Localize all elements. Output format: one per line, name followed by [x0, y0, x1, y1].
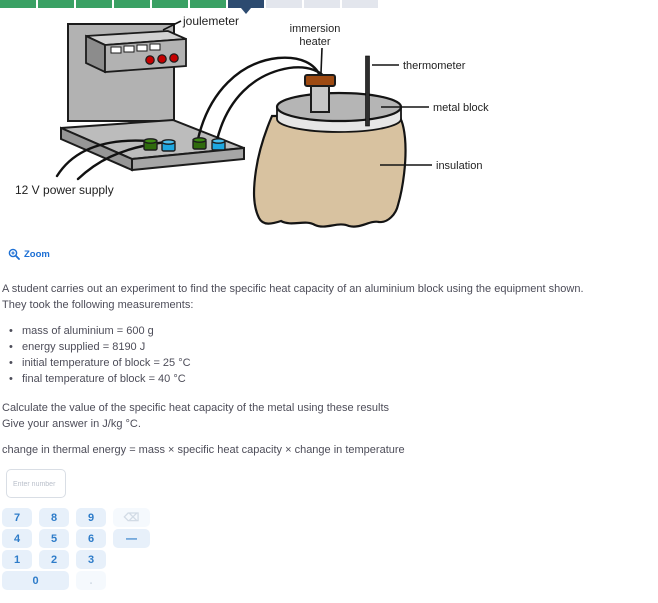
intro-line-2: They took the following measurements: — [2, 299, 194, 311]
measurement-item: energy supplied = 8190 J — [9, 339, 191, 355]
zoom-link[interactable]: Zoom — [8, 248, 50, 260]
number-pad: 7 8 9 ⌫ 4 5 6 — 1 2 3 0 . — [2, 508, 150, 590]
zoom-link-label: Zoom — [24, 248, 50, 260]
progress-bar — [0, 0, 378, 14]
measurement-item: initial temperature of block = 25 °C — [9, 355, 191, 371]
keypad-9[interactable]: 9 — [76, 508, 106, 527]
measurement-item: mass of aluminium = 600 g — [9, 323, 191, 339]
progress-segment — [304, 0, 340, 8]
keypad-backspace[interactable]: ⌫ — [113, 508, 150, 527]
progress-segment — [76, 0, 112, 8]
keypad-1[interactable]: 1 — [2, 550, 32, 569]
keypad-3[interactable]: 3 — [76, 550, 106, 569]
heater-wires — [196, 56, 329, 142]
measurement-item: final temperature of block = 40 °C — [9, 371, 191, 387]
progress-segment — [0, 0, 36, 8]
experiment-diagram: joulemeter immersion heater thermometer … — [15, 15, 489, 228]
display-digit — [149, 43, 161, 51]
formula-text: change in thermal energy = mass × specif… — [2, 444, 405, 456]
label-power-supply: 12 V power supply — [15, 183, 114, 197]
keypad-7[interactable]: 7 — [2, 508, 32, 527]
keypad-decimal[interactable]: . — [76, 571, 106, 590]
question-intro: A student carries out an experiment to f… — [2, 281, 584, 313]
red-button — [157, 54, 167, 64]
keypad-5[interactable]: 5 — [39, 529, 69, 548]
label-thermometer: thermometer — [403, 60, 466, 72]
keypad-6[interactable]: 6 — [76, 529, 106, 548]
red-button — [145, 55, 155, 65]
answer-input[interactable] — [6, 469, 66, 498]
progress-segment — [190, 0, 226, 8]
progress-segment — [152, 0, 188, 8]
question-task: Calculate the value of the specific heat… — [2, 400, 389, 432]
zoom-magnifier-icon — [8, 248, 20, 260]
display-digit — [136, 44, 148, 52]
progress-segment — [266, 0, 302, 8]
terminals — [143, 137, 226, 152]
thermometer-rod — [365, 55, 370, 127]
task-line-1: Calculate the value of the specific heat… — [2, 402, 390, 414]
progress-segment — [38, 0, 74, 8]
red-button — [169, 53, 179, 63]
leader-lines — [162, 20, 432, 166]
measurement-list: mass of aluminium = 600 g energy supplie… — [9, 323, 191, 387]
task-line-2: Give your answer in J/kg °C. — [2, 418, 141, 430]
label-metal-block: metal block — [433, 102, 489, 114]
display-digit — [110, 46, 122, 54]
immersion-heater — [304, 74, 336, 113]
progress-segment — [114, 0, 150, 8]
label-immersion-heater-2: heater — [299, 36, 331, 48]
keypad-0[interactable]: 0 — [2, 571, 69, 590]
keypad-minus[interactable]: — — [113, 529, 150, 548]
joulemeter-display-box — [85, 30, 187, 74]
intro-line-1: A student carries out an experiment to f… — [2, 283, 584, 295]
display-digit — [123, 45, 135, 53]
keypad-8[interactable]: 8 — [39, 508, 69, 527]
progress-segment — [342, 0, 378, 8]
insulation-body — [252, 114, 407, 228]
label-immersion-heater-1: immersion — [290, 23, 341, 35]
keypad-4[interactable]: 4 — [2, 529, 32, 548]
keypad-2[interactable]: 2 — [39, 550, 69, 569]
label-joulemeter: joulemeter — [182, 15, 239, 28]
label-insulation: insulation — [436, 160, 482, 172]
progress-segment-current — [228, 0, 264, 14]
